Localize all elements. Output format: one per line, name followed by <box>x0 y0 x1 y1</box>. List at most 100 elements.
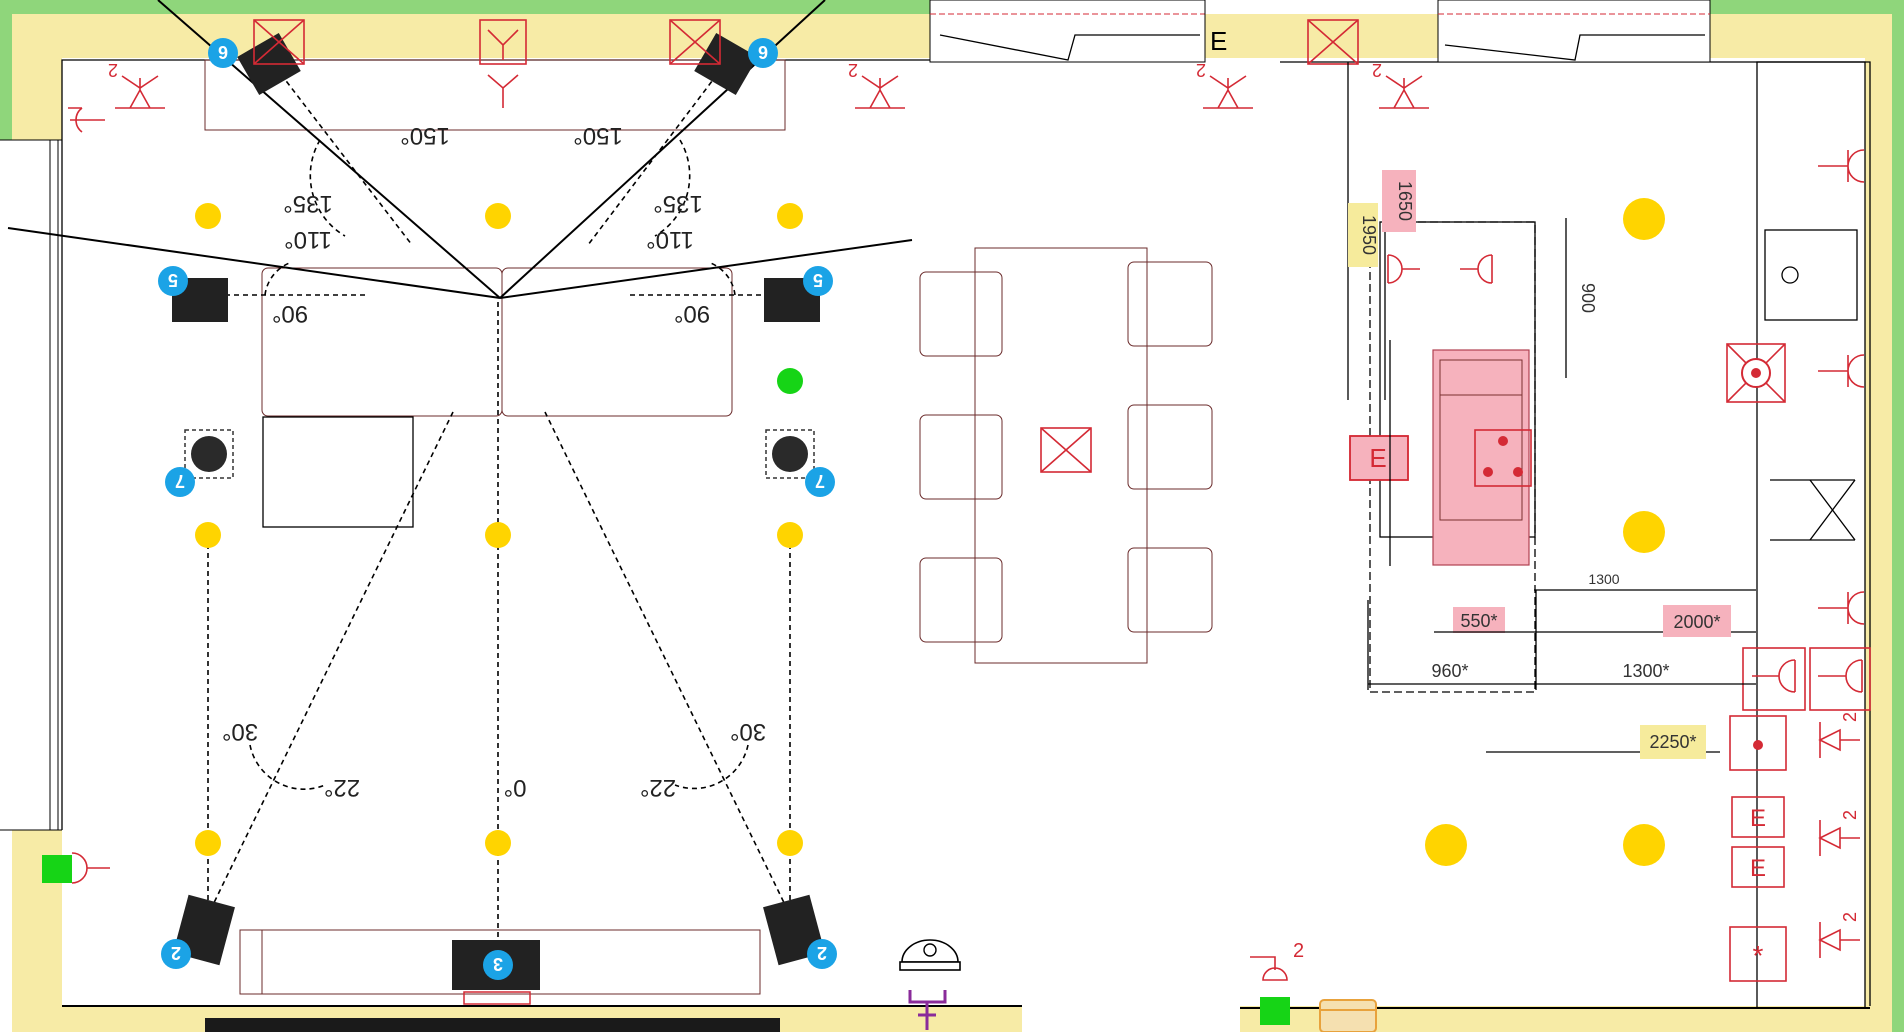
motion-sensor-icon <box>42 855 72 883</box>
socket-count: 2 <box>1840 810 1860 820</box>
subwoofer-right: 7 <box>765 429 835 497</box>
socket-icon: 2 <box>1818 810 1860 856</box>
tv-antenna-icon <box>908 990 947 1030</box>
downlight-icon <box>1623 198 1665 240</box>
dim-550: 550* <box>1460 611 1497 631</box>
angle-label-22-right: 22° <box>640 774 676 801</box>
angle-label-22-left: 22° <box>324 774 360 801</box>
downlight-icon <box>1425 824 1467 866</box>
speaker-number: 5 <box>168 270 178 290</box>
angle-label-110-left: 110° <box>284 226 332 253</box>
socket-icon: 2 <box>848 60 905 109</box>
angle-label-90-right: 90° <box>674 300 710 327</box>
dimensions: 1950 1650 900 1300 550* 2000* 960* 1300*… <box>1347 62 1756 759</box>
socket-icon <box>68 107 105 133</box>
ceiling-outlet-icon <box>1307 19 1359 65</box>
tv-unit <box>239 929 761 995</box>
cable-box-icon <box>1319 999 1377 1032</box>
dim-900: 900 <box>1578 283 1598 313</box>
downlight-icon <box>195 203 221 229</box>
socket-count: 2 <box>1372 60 1382 80</box>
speaker-mid-right: 5 <box>764 266 833 322</box>
angle-label-90-left: 90° <box>272 300 308 327</box>
speaker-number: 5 <box>813 270 823 290</box>
doorbell-camera-icon <box>899 939 961 971</box>
socket-icon <box>1818 149 1865 183</box>
socket-count: 2 <box>108 60 118 80</box>
e-outlet: E <box>1731 796 1785 838</box>
socket-count: 2 <box>1196 60 1206 80</box>
speaker-front-center: 3 <box>452 940 540 1005</box>
socket-count: 2 <box>848 60 858 80</box>
socket-count: 2 <box>1293 940 1304 962</box>
hob-icon <box>1474 429 1532 487</box>
e-label: E <box>1369 443 1386 473</box>
socket-icon <box>1818 354 1865 388</box>
speaker-number: 6 <box>758 42 768 62</box>
socket-icon <box>1387 254 1493 284</box>
downlight-icon <box>485 522 511 548</box>
socket-count: 2 <box>1840 912 1860 922</box>
dim-1650: 1650 <box>1395 181 1415 221</box>
speaker-number: 7 <box>815 471 825 491</box>
svg-text:*: * <box>1753 940 1764 971</box>
speaker-number: 7 <box>175 471 185 491</box>
sofa <box>204 59 786 528</box>
oven-icon <box>1742 647 1871 711</box>
speaker-number: 3 <box>493 954 503 974</box>
speaker-number: 2 <box>171 943 181 963</box>
angle-label-0: 0° <box>504 774 527 801</box>
motion-sensor-icon <box>777 368 803 394</box>
electrical-symbols: 2 2 2 2 <box>68 19 1871 982</box>
angle-label-150-left: 150° <box>400 122 450 149</box>
ceiling-outlet-icon <box>1040 427 1092 473</box>
dim-2250: 2250* <box>1649 732 1696 752</box>
e-outlet: E <box>1731 846 1785 888</box>
speaker-front-right: 2 <box>763 894 837 969</box>
e-label: E <box>1750 855 1766 882</box>
e-label: E <box>1750 805 1766 832</box>
socket-icon: 2 <box>1818 712 1860 758</box>
socket-icon <box>71 852 110 884</box>
e-outlet: E <box>1349 435 1409 481</box>
downlight-icon <box>1623 511 1665 553</box>
downlight-icon <box>195 830 221 856</box>
angle-label-30-left: 30° <box>222 718 258 745</box>
dim-2000: 2000* <box>1673 612 1720 632</box>
speakers: 6 6 5 5 7 7 <box>158 32 837 1005</box>
downlight-icon <box>1623 824 1665 866</box>
downlight-icon <box>485 203 511 229</box>
downlight-icon <box>777 522 803 548</box>
socket-icon: 2 <box>1196 60 1253 109</box>
downlight-icon <box>777 203 803 229</box>
socket-icon: 2 <box>1818 912 1860 958</box>
subwoofer-left: 7 <box>165 429 234 497</box>
speaker-mid-left: 5 <box>158 266 228 322</box>
dim-1950: 1950 <box>1359 215 1379 255</box>
socket-icon <box>1818 591 1865 625</box>
motion-sensor-icon <box>1260 997 1290 1025</box>
angle-labels: 150° 150° 135° 135° 110° 110° 90° 90° 30… <box>222 122 766 801</box>
speaker-number: 2 <box>817 943 827 963</box>
angle-label-150-right: 150° <box>573 122 623 149</box>
ceiling-outlet-icon <box>253 19 305 65</box>
angle-label-110-right: 110° <box>646 226 694 253</box>
downlights <box>195 198 1665 866</box>
kitchen-island <box>1369 221 1536 693</box>
dining-table <box>919 247 1213 664</box>
network-outlet-icon <box>1726 343 1786 403</box>
downlight-icon <box>195 522 221 548</box>
angle-label-135-left: 135° <box>283 190 333 217</box>
socket-icon: 2 <box>1372 60 1429 109</box>
dim-1300-small: 1300 <box>1588 571 1619 587</box>
sensors <box>42 368 1290 1025</box>
ceiling-outlet-icon <box>669 19 721 65</box>
speaker-front-left: 2 <box>161 894 235 969</box>
speaker-number: 6 <box>218 42 228 62</box>
socket-icon: 2 <box>1250 940 1304 981</box>
socket-icon: * <box>1729 926 1787 982</box>
socket-icon: 2 <box>108 60 165 109</box>
socket-icon <box>1729 715 1787 771</box>
